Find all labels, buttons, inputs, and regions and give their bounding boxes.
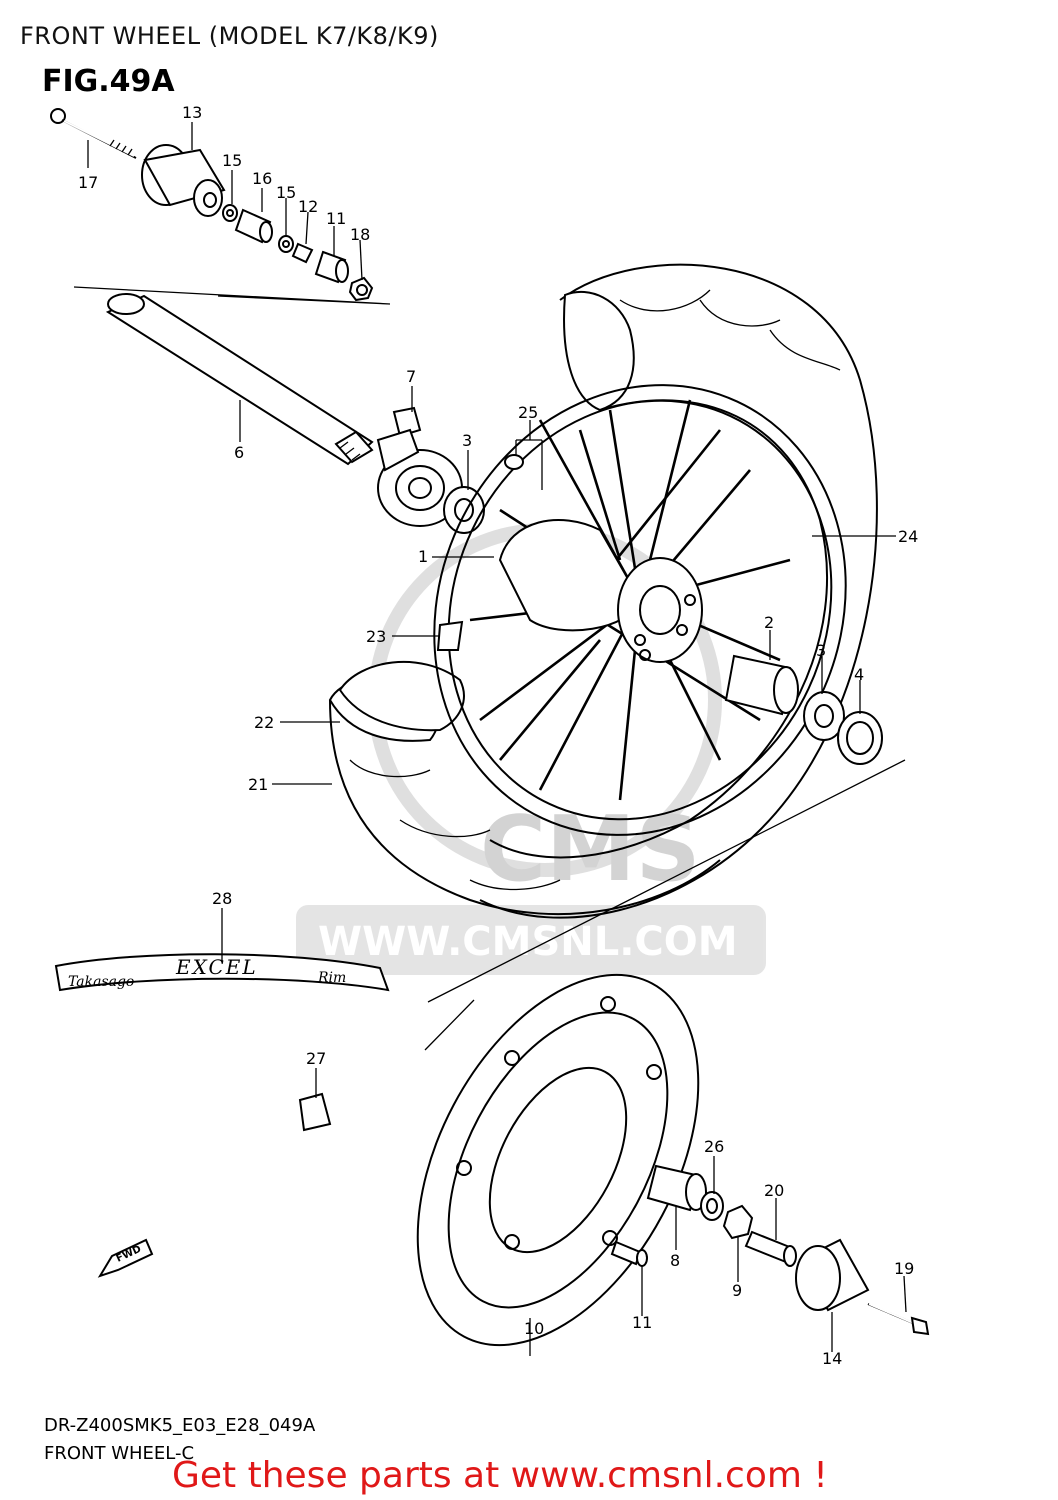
callout-10: 11 <box>632 1313 652 1332</box>
callout-23: 23 <box>366 627 386 646</box>
callout-27: 27 <box>306 1049 326 1068</box>
callout-20: 20 <box>764 1181 784 1200</box>
collar-12 <box>291 242 314 264</box>
callout-28: 28 <box>212 889 232 908</box>
callout-9: 10 <box>524 1319 544 1338</box>
decal-suffix-text: Rim <box>317 970 346 986</box>
cms-watermark: CMS WWW.CMSNL.COM <box>296 523 766 975</box>
page-title: FRONT WHEEL (MODEL K7/K8/K9) <box>20 22 439 50</box>
callout-2: 2 <box>764 613 774 632</box>
spacer-2 <box>724 654 799 716</box>
callout-8: 9 <box>732 1281 742 1300</box>
decal-brand-text: Takasago <box>68 974 134 990</box>
callout-7: 8 <box>670 1251 680 1270</box>
callout-lines <box>87 122 907 1356</box>
figure-label: FIG.49A <box>42 64 175 99</box>
callout-16: 16 <box>252 169 272 188</box>
callout-3-left: 3 <box>462 431 472 450</box>
callout-5: 6 <box>234 443 244 462</box>
callout-11: 11 <box>326 209 346 228</box>
nut-8 <box>722 1204 754 1240</box>
speedometer-gearbox-6 <box>376 406 463 527</box>
wheel-hub-1 <box>498 519 703 663</box>
callout-19: 19 <box>894 1259 914 1278</box>
callout-12: 12 <box>298 197 318 216</box>
callout-15a: 15 <box>222 151 242 170</box>
decal-model-text: EXCEL <box>175 955 258 979</box>
washer-15a <box>222 204 238 222</box>
callout-numbers: 13 17 15 16 15 12 11 18 7 6 3 25 1 23 22… <box>78 103 918 1368</box>
forward-direction-arrow: FWD <box>97 1238 154 1278</box>
callout-13: 13 <box>182 103 202 122</box>
callout-24: 24 <box>898 527 918 546</box>
washer-15b <box>278 235 294 253</box>
callout-4: 4 <box>854 665 864 684</box>
oil-seal-4 <box>837 711 883 765</box>
watermark-url: WWW.CMSNL.COM <box>318 919 738 965</box>
callout-3-right: 3 <box>816 641 826 660</box>
nut-18 <box>348 276 374 302</box>
callout-15b: 15 <box>276 183 296 202</box>
bolt-19 <box>867 1303 930 1336</box>
callout-26: 26 <box>704 1137 724 1156</box>
promo-link[interactable]: Get these parts at www.cmsnl.com ! <box>172 1455 828 1496</box>
brake-disc-9 <box>416 973 700 1347</box>
model-code: DR-Z400SMK5_E03_E28_049A <box>44 1415 316 1436</box>
callout-6: 7 <box>406 367 416 386</box>
bearing-3-left <box>443 486 485 534</box>
callout-18: 18 <box>350 225 370 244</box>
callout-21: 21 <box>248 775 268 794</box>
axle-cap-14 <box>795 1238 870 1312</box>
rim-decal-28: Takasago EXCEL Rim <box>54 953 390 992</box>
rim-band-22 <box>338 660 465 732</box>
assembly-line-disc <box>424 999 475 1051</box>
pin-20 <box>744 1230 797 1267</box>
collar-16 <box>234 208 273 244</box>
front-axle-5 <box>105 293 374 466</box>
callout-22: 22 <box>254 713 274 732</box>
balancer-25 <box>504 454 524 470</box>
callout-17: 17 <box>78 173 98 192</box>
callout-14: 14 <box>822 1349 842 1368</box>
collar-11 <box>314 250 349 284</box>
assembly-line-right <box>427 759 906 1003</box>
callout-25: 25 <box>518 403 538 422</box>
callout-1: 1 <box>418 547 428 566</box>
bearing-3-right <box>803 691 845 741</box>
axle-bolt-17 <box>50 108 137 159</box>
washer-26 <box>700 1191 724 1221</box>
valve-23 <box>436 620 464 651</box>
valve-cap-27 <box>298 1092 332 1132</box>
diagram-name: FRONT WHEEL-C <box>44 1443 195 1464</box>
axle-holder-13 <box>141 144 226 217</box>
